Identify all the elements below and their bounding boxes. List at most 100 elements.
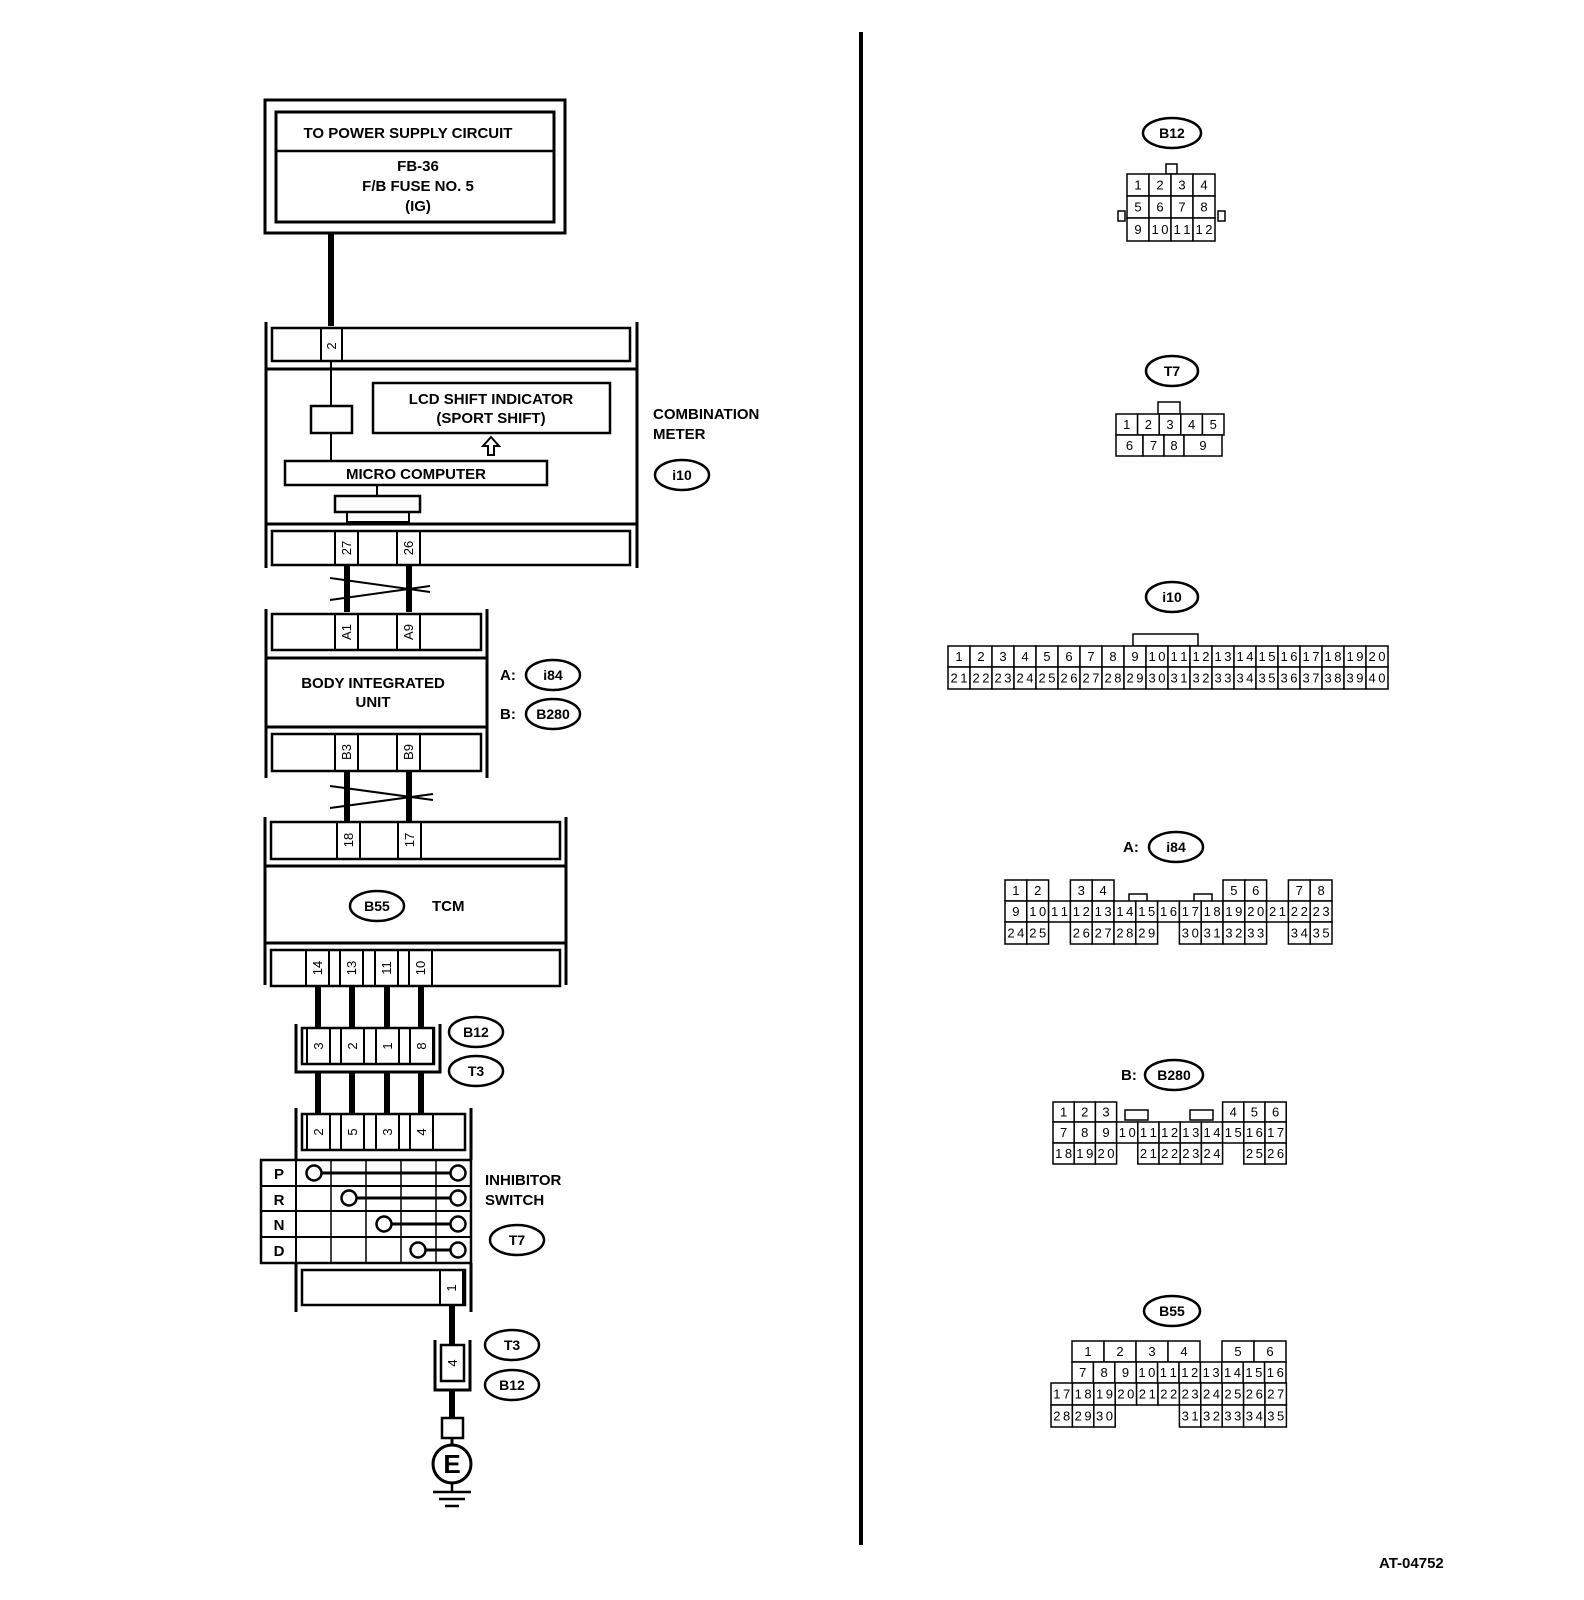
twisted-pair-meter-biu [329,565,431,612]
tcm: 18 17 B55 TCM 14 13 11 10 [263,817,568,988]
inhibitor-pin-4: 4 [414,1128,429,1135]
meter-top-connector [270,326,632,363]
tcm-label: TCM [432,898,465,915]
biu-connector-a-prefix: A: [500,667,516,684]
connector-pin-label: 9 [1122,1365,1129,1380]
junction1-pin-3: 3 [311,1042,326,1049]
connector-pin-label: 9 [1199,438,1206,453]
connector-pin-label: 3 [1078,883,1085,898]
connector-view-b280-prefix: B: [1121,1067,1137,1084]
inhibitor-connector-badge [488,1223,546,1257]
meter-bottom-connector [270,529,632,567]
inhibitor-position-grid: P R N D [259,1158,473,1265]
connector-pin-label: 5 [1210,417,1217,432]
micro-computer-label: MICRO COMPUTER [346,466,486,483]
lcd-shift-indicator-box [371,381,612,435]
meter-pin-27: 27 [339,541,354,555]
tcm-pin-14: 14 [310,961,325,975]
junction2-connector-bottom-badge [483,1368,541,1402]
connector-pin-label: 8 [1200,200,1207,215]
connector-pin-label: 9 [1134,222,1141,237]
inhibitor-pin-2: 2 [311,1128,326,1135]
power-supply-line2: F/B FUSE NO. 5 [362,178,474,195]
position-label-p: P [274,1166,284,1183]
junction2-pin-4: 4 [445,1359,460,1366]
junction2-connector-bottom-id: B12 [499,1377,525,1393]
connector-pin-label: 6 [1272,1105,1279,1120]
connector-view-b55-name: B55 [1159,1303,1185,1319]
connector-cell [1135,921,1159,945]
connector-pin-label: 9 [1102,1125,1109,1140]
wires-junction-to-inhibitor [315,1072,424,1114]
connector-cell [1026,921,1050,945]
connector-pin-label: 9 [1131,649,1138,664]
junction-connector-2: 4 T3 B12 [433,1328,541,1402]
connector-pin-label: 1 [955,649,962,664]
biu-top-connector [270,612,483,652]
biu-connector-b-id: B280 [536,706,570,722]
tcm-connector-id: B55 [364,898,390,914]
connector-pin-label: 5 [1251,1105,1258,1120]
biu-bottom-connector [270,732,483,773]
position-label-r: R [274,1192,285,1209]
connector-pin-label: 5 [1234,1344,1241,1359]
inhibitor-label-line2: SWITCH [485,1192,544,1209]
inhibitor-pin-5: 5 [345,1128,360,1135]
junction1-pin-2: 2 [345,1042,360,1049]
connector-pin-label: 4 [1230,1105,1237,1120]
biu-pin-a1: A1 [339,624,354,640]
connector-pin-label: 7 [1150,438,1157,453]
connector-pin-label: 4 [1180,1344,1187,1359]
junction1-connector-top-badge [447,1015,505,1049]
connector-pin-label: 2 [1156,178,1163,193]
connector-cell [1200,1142,1224,1165]
connector-pin-label: 4 [1188,417,1195,432]
inhibitor-bottom-connector [300,1268,467,1307]
junction1-connector-bottom-badge [447,1054,505,1088]
connector-pin-label: 6 [1156,200,1163,215]
connector-pin-label: 4 [1021,649,1028,664]
meter-pin-26: 26 [401,541,416,555]
connector-pin-label: 6 [1065,649,1072,664]
combination-meter-label-line1: COMBINATION [653,406,759,423]
biu-connector-b-prefix: B: [500,706,516,723]
connector-pin-label: 3 [1178,178,1185,193]
inhibitor-switch: 2 5 3 4 P R N D [259,1108,562,1312]
connector-pin-label: 4 [1099,883,1106,898]
connector-pin-label: 1 [1134,178,1141,193]
power-supply-line3: (IG) [405,198,431,215]
connector-pin-label: 1 [1060,1105,1067,1120]
connector-view-i10-name: i10 [1162,589,1182,605]
connector-view-b12-name: B12 [1159,125,1185,141]
junction-connector-1: 3 2 1 8 B12 T3 [294,1015,505,1088]
ground-symbol: E [431,1390,473,1508]
connector-pin-label: 4 [1200,178,1207,193]
wires-tcm-to-junction [315,986,424,1028]
connector-pin-label: 8 [1081,1125,1088,1140]
connector-pin-label: 5 [1230,883,1237,898]
biu-connector-a-badge [524,658,582,692]
junction1-pin-8: 8 [414,1042,429,1049]
connector-pin-label: 6 [1266,1344,1273,1359]
connector-pin-label: 8 [1317,883,1324,898]
connector-pin-label: 3 [1166,417,1173,432]
lcd-shift-indicator-line1: LCD SHIFT INDICATOR [409,391,574,408]
connector-view-b280-name: B280 [1157,1067,1191,1083]
connector-pin-label: 2 [1081,1105,1088,1120]
connector-pin-label: 1 [1012,883,1019,898]
tcm-pin-17: 17 [402,833,417,847]
connector-view-i84-prefix: A: [1123,839,1139,856]
connector-cell [1192,217,1216,242]
connector-pin-label: 7 [1060,1125,1067,1140]
power-supply-title: TO POWER SUPPLY CIRCUIT [304,125,513,142]
biu-connector-b-badge [524,697,582,731]
connector-pin-label: 9 [1012,904,1019,919]
meter-pin-2: 2 [324,342,339,349]
